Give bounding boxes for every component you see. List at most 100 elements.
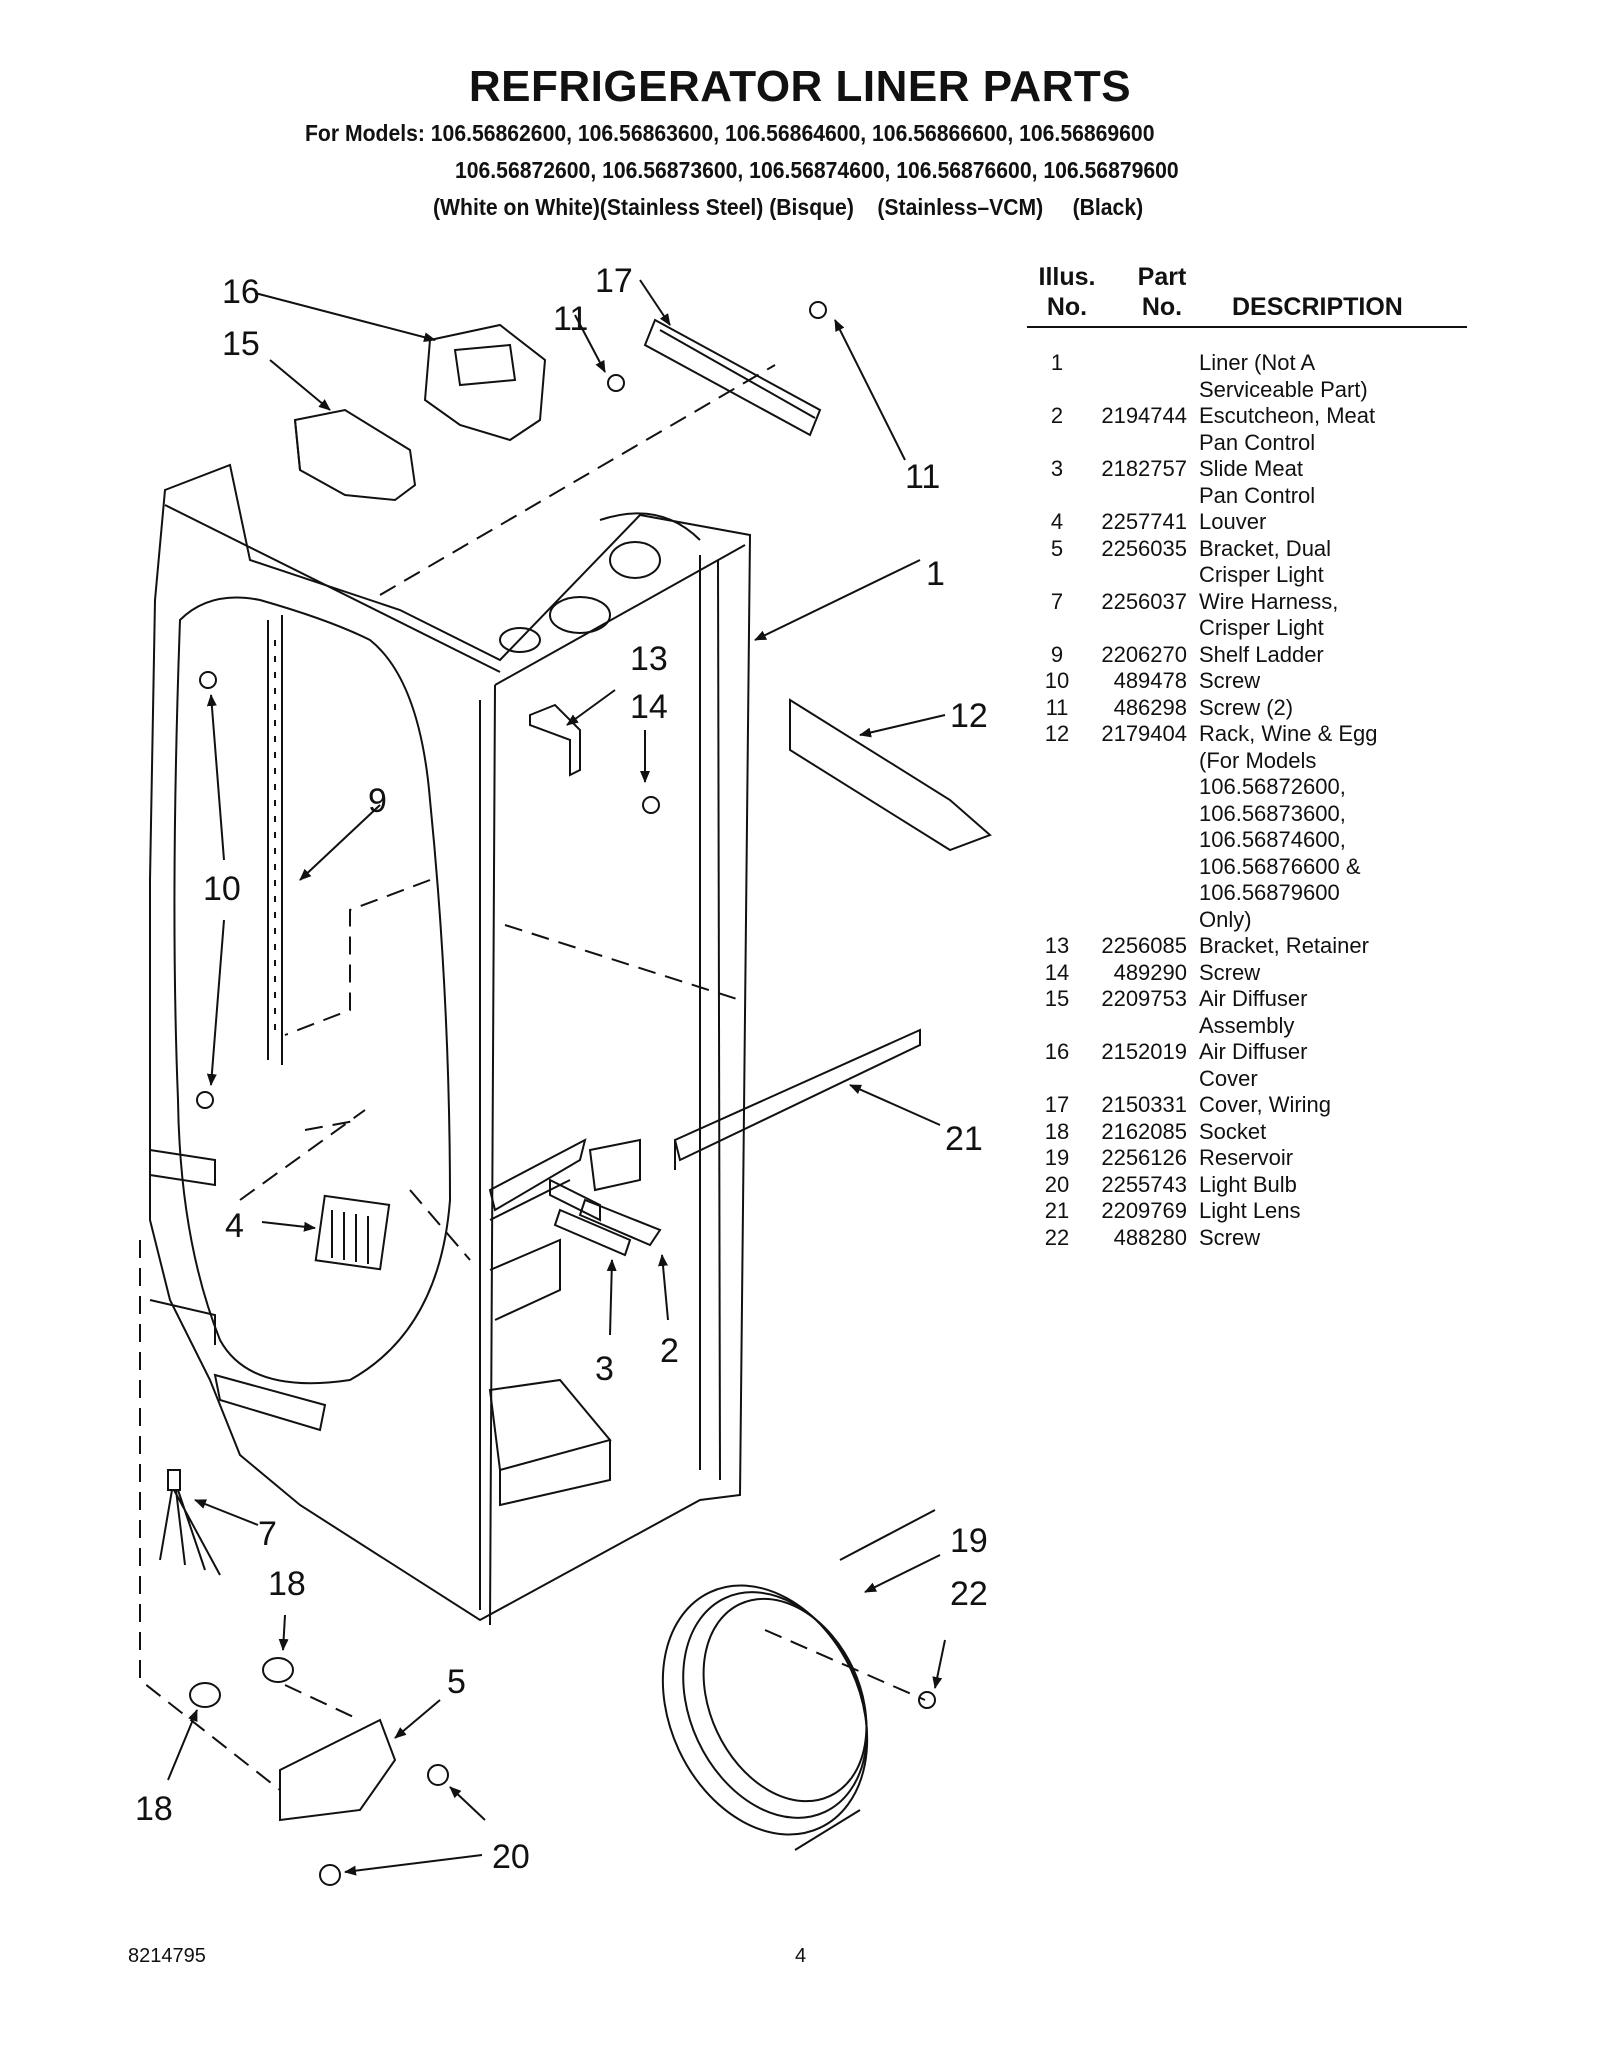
- description-cell: Liner (Not A Serviceable Part): [1199, 350, 1368, 402]
- models-line-2: 106.56872600, 106.56873600, 106.56874600…: [455, 157, 1179, 183]
- illus-no-cell: 4: [1050, 509, 1064, 534]
- description-cell: Screw (2): [1199, 694, 1294, 720]
- illus-no-cell: 15: [1044, 986, 1070, 1011]
- table-row: 15 2209753 Air Diffuser Assembly: [1027, 986, 1467, 1039]
- callout-11-top: 11: [553, 300, 588, 338]
- table-row: 14 489290 Screw: [1027, 960, 1467, 987]
- part-no-cell: 2256035: [1101, 535, 1187, 561]
- part-no-cell: 2209769: [1101, 1198, 1187, 1223]
- callout-17: 17: [595, 262, 633, 300]
- illus-no-cell: 20: [1044, 1171, 1070, 1197]
- table-row: 19 2256126 Reservoir: [1027, 1145, 1467, 1172]
- callout-7: 7: [258, 1515, 277, 1553]
- illus-no-cell: 3: [1050, 456, 1064, 481]
- document-number: 8214795: [128, 1945, 206, 1967]
- table-row: 4 2257741 Louver: [1027, 509, 1467, 536]
- table-row: 11 486298 Screw (2): [1027, 695, 1467, 722]
- callout-12: 12: [950, 697, 988, 735]
- table-row: 22 488280 Screw: [1027, 1225, 1467, 1252]
- callout-1: 1: [926, 555, 945, 593]
- illus-no-cell: 16: [1044, 1039, 1070, 1064]
- page-title: REFRIGERATOR LINER PARTS: [468, 62, 1132, 111]
- part-no-cell: 2152019: [1101, 1039, 1187, 1064]
- illus-no-cell: 14: [1044, 959, 1070, 985]
- description-cell: Screw: [1199, 959, 1261, 985]
- models-line-3: (White on White)(Stainless Steel) (Bisqu…: [433, 194, 1144, 220]
- callout-11-right: 11: [905, 458, 940, 496]
- description-cell: Rack, Wine & Egg (For Models 106.5687260…: [1199, 721, 1378, 932]
- callout-18-top: 18: [268, 1565, 306, 1603]
- illus-no-cell: 17: [1044, 1092, 1070, 1117]
- table-row: 17 2150331 Cover, Wiring: [1027, 1092, 1467, 1119]
- liner-body: [149, 463, 752, 1622]
- description-cell: Reservoir: [1199, 1145, 1294, 1170]
- description-cell: Screw: [1199, 1224, 1261, 1250]
- part-no-cell: 2209753: [1101, 986, 1187, 1011]
- part-no-cell: [1087, 350, 1199, 403]
- part-no-cell: 2255743: [1101, 1171, 1187, 1197]
- description-cell: Shelf Ladder: [1199, 641, 1324, 667]
- illus-no-cell: 22: [1044, 1224, 1070, 1250]
- table-row: 13 2256085 Bracket, Retainer: [1027, 933, 1467, 960]
- part-no-cell: 489290: [1113, 959, 1187, 985]
- callout-13: 13: [630, 640, 668, 678]
- description-cell: Screw: [1199, 668, 1261, 693]
- illus-no-cell: 11: [1045, 694, 1069, 720]
- description-cell: Wire Harness, Crisper Light: [1199, 588, 1339, 641]
- callout-19: 19: [950, 1522, 988, 1560]
- callout-22: 22: [950, 1575, 988, 1613]
- callout-2: 2: [660, 1332, 679, 1370]
- callout-9: 9: [368, 782, 387, 820]
- callout-21: 21: [945, 1120, 983, 1158]
- illus-no-cell: 9: [1050, 641, 1064, 667]
- col-header-illus-no: Illus. No.: [1038, 263, 1096, 321]
- col-header-description: DESCRIPTION: [1232, 293, 1403, 321]
- illus-no-cell: 10: [1044, 668, 1070, 693]
- description-cell: Air Diffuser Assembly: [1199, 986, 1308, 1038]
- part-no-cell: 488280: [1113, 1224, 1187, 1250]
- models-line-1: For Models: 106.56862600, 106.56863600, …: [305, 120, 1155, 146]
- part-no-cell: 2256085: [1101, 933, 1187, 958]
- illus-no-cell: 19: [1044, 1145, 1070, 1170]
- table-row: 12 2179404 Rack, Wine & Egg (For Models 10…: [1027, 721, 1467, 933]
- description-cell: Light Lens: [1199, 1198, 1301, 1223]
- callout-10: 10: [203, 870, 241, 908]
- page-number: 4: [795, 1945, 807, 1967]
- description-cell: Bracket, Dual Crisper Light: [1199, 535, 1332, 588]
- part-no-cell: 2150331: [1101, 1092, 1187, 1117]
- description-cell: Bracket, Retainer: [1199, 933, 1369, 958]
- description-cell: Socket: [1199, 1118, 1267, 1144]
- callout-20: 20: [492, 1838, 530, 1876]
- part-no-cell: 2256126: [1101, 1145, 1187, 1170]
- callout-14: 14: [630, 688, 668, 726]
- callout-4: 4: [225, 1207, 244, 1245]
- part-no-cell: 2194744: [1101, 403, 1187, 428]
- part-no-cell: 2182757: [1101, 456, 1187, 481]
- table-header-rule: [1027, 326, 1467, 328]
- part-no-cell: 2257741: [1101, 509, 1187, 534]
- table-row: 1 Liner (Not A Serviceable Part): [1027, 350, 1467, 403]
- callout-18-bottom: 18: [135, 1790, 173, 1828]
- description-cell: Air Diffuser Cover: [1199, 1039, 1308, 1091]
- part-no-cell: 2179404: [1101, 721, 1187, 746]
- description-cell: Cover, Wiring: [1199, 1092, 1332, 1117]
- illus-no-cell: 7: [1050, 588, 1064, 614]
- description-cell: Louver: [1199, 509, 1267, 534]
- callout-3: 3: [595, 1350, 614, 1388]
- illus-no-cell: 18: [1044, 1118, 1070, 1144]
- illus-no-cell: 13: [1044, 933, 1070, 958]
- illus-no-cell: 1: [1050, 350, 1064, 375]
- callout-15: 15: [222, 325, 260, 363]
- illus-no-cell: 12: [1044, 721, 1070, 746]
- part-no-cell: 486298: [1113, 694, 1187, 720]
